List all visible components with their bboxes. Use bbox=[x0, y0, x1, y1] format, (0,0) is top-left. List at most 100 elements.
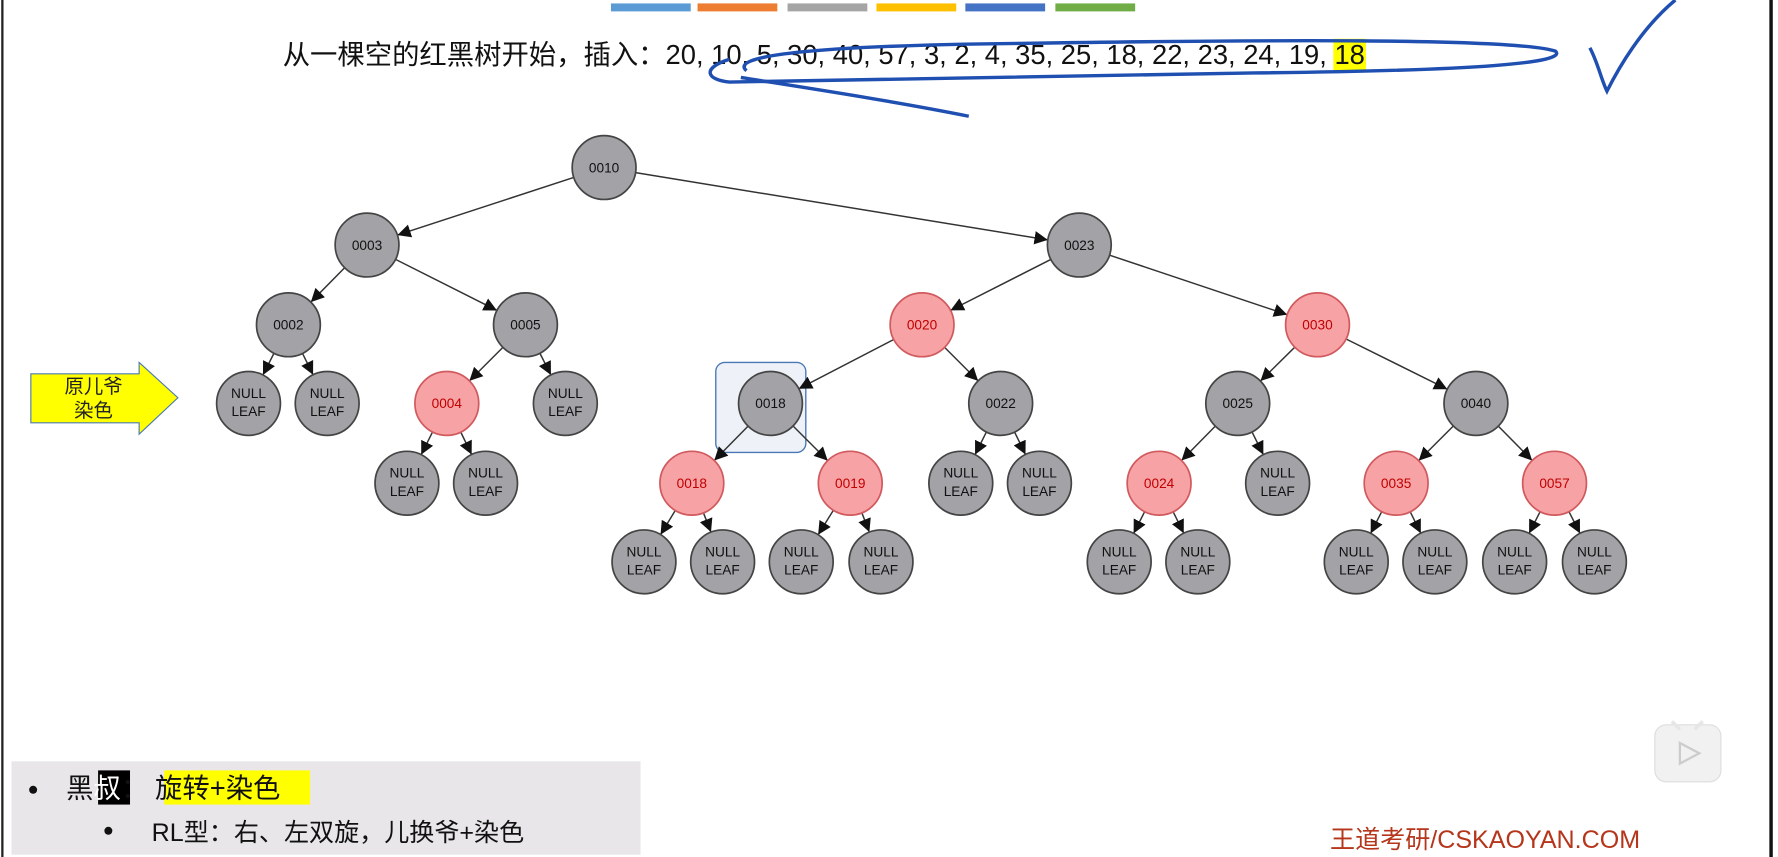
tree-edge bbox=[395, 258, 498, 312]
tree-edge bbox=[713, 425, 749, 461]
node-circle bbox=[737, 370, 804, 437]
watermark: 王道考研/CSKAOYAN.COM bbox=[1330, 826, 1640, 854]
uncle-highlight bbox=[98, 770, 131, 805]
node-circle bbox=[374, 450, 440, 516]
node-circle bbox=[768, 529, 835, 595]
node-label: 0005 bbox=[510, 318, 541, 333]
red-node[interactable]: 0018 bbox=[659, 450, 725, 516]
node-label: NULL bbox=[705, 544, 740, 559]
node-circle bbox=[1561, 529, 1628, 595]
node-circle bbox=[889, 292, 955, 358]
node-label: LEAF bbox=[1022, 484, 1056, 499]
node-label: LEAF bbox=[231, 404, 265, 419]
arrow-right-icon bbox=[30, 361, 179, 436]
tree-edge bbox=[301, 353, 314, 376]
node-label: LEAF bbox=[1339, 563, 1373, 578]
red-node[interactable]: 0020 bbox=[889, 292, 955, 358]
null-leaf-node[interactable]: NULL LEAF bbox=[1006, 450, 1073, 516]
tree-edge bbox=[397, 176, 574, 238]
red-node[interactable]: 0004 bbox=[414, 370, 480, 437]
tree-edge bbox=[262, 352, 275, 376]
node-label: 0024 bbox=[1144, 476, 1175, 491]
node-label: LEAF bbox=[627, 563, 661, 578]
node-circle bbox=[1086, 529, 1152, 595]
node-label: LEAF bbox=[390, 484, 424, 499]
node-label: 0022 bbox=[985, 396, 1015, 411]
black-node[interactable]: 0003 bbox=[334, 212, 400, 278]
tree-edge bbox=[310, 267, 346, 303]
node-circle bbox=[1363, 450, 1429, 516]
null-leaf-node[interactable]: NULL LEAF bbox=[1086, 529, 1152, 595]
node-circle bbox=[689, 529, 756, 595]
node-label: 0057 bbox=[1539, 476, 1569, 491]
red-node[interactable]: 0019 bbox=[817, 450, 884, 516]
red-node[interactable]: 0024 bbox=[1126, 450, 1192, 516]
black-node[interactable]: 0023 bbox=[1046, 212, 1113, 278]
node-label: 0023 bbox=[1064, 238, 1094, 253]
red-node[interactable]: 0030 bbox=[1284, 292, 1351, 358]
tree-edge bbox=[950, 258, 1052, 312]
black-node[interactable]: 0010 bbox=[571, 134, 637, 201]
tree-edge bbox=[659, 510, 676, 535]
node-label: 0018 bbox=[677, 476, 707, 491]
black-node[interactable]: 0002 bbox=[255, 292, 322, 358]
node-label: LEAF bbox=[468, 484, 502, 499]
tree-edge bbox=[1408, 511, 1422, 534]
black-node[interactable]: 0022 bbox=[967, 370, 1034, 437]
current-key-highlight bbox=[1333, 38, 1367, 71]
node-label: 0019 bbox=[835, 476, 865, 491]
tree-edge bbox=[1497, 425, 1533, 461]
node-label: 0004 bbox=[432, 396, 463, 411]
tree-edge bbox=[420, 431, 434, 455]
tree-edge bbox=[1013, 431, 1027, 455]
node-label: LEAF bbox=[1102, 563, 1136, 578]
node-label: 0003 bbox=[352, 238, 382, 253]
node-label: NULL bbox=[1102, 544, 1137, 559]
node-label: NULL bbox=[1260, 466, 1295, 481]
play-button[interactable] bbox=[1654, 720, 1722, 783]
black-node[interactable]: 0005 bbox=[492, 292, 559, 358]
node-circle bbox=[817, 450, 884, 516]
tree-edge bbox=[1251, 431, 1265, 455]
red-node[interactable]: 0057 bbox=[1521, 450, 1588, 516]
callout-line2: 染色 bbox=[74, 400, 113, 422]
node-label: NULL bbox=[310, 386, 345, 401]
tree-edge bbox=[1259, 346, 1296, 382]
node-label: LEAF bbox=[1181, 563, 1215, 578]
node-circle bbox=[659, 450, 725, 516]
black-node[interactable]: 0018 bbox=[737, 370, 804, 437]
node-label: NULL bbox=[1022, 466, 1057, 481]
notes-box: 黑叔：旋转+染色 RL型：右、左双旋，儿换爷+染色 bbox=[11, 761, 641, 855]
red-node[interactable]: 0035 bbox=[1363, 450, 1429, 516]
node-label: LEAF bbox=[1261, 484, 1295, 499]
node-label: LEAF bbox=[1577, 563, 1611, 578]
callout-arrow: 原儿爷 染色 bbox=[30, 361, 179, 436]
color-bar bbox=[1055, 3, 1136, 12]
node-circle bbox=[1204, 370, 1271, 437]
prompt-text: 从一棵空的红黑树开始，插入： bbox=[283, 39, 666, 70]
node-circle bbox=[294, 370, 360, 437]
node-circle bbox=[452, 450, 519, 516]
tree-edges bbox=[262, 171, 1581, 536]
black-node[interactable]: 0025 bbox=[1204, 370, 1271, 437]
black-node[interactable]: 0040 bbox=[1443, 370, 1509, 437]
node-label: LEAF bbox=[1498, 563, 1532, 578]
null-leaf-node[interactable]: NULL LEAF bbox=[1244, 450, 1311, 516]
node-label: LEAF bbox=[548, 404, 582, 419]
tree-edge bbox=[1132, 511, 1146, 534]
